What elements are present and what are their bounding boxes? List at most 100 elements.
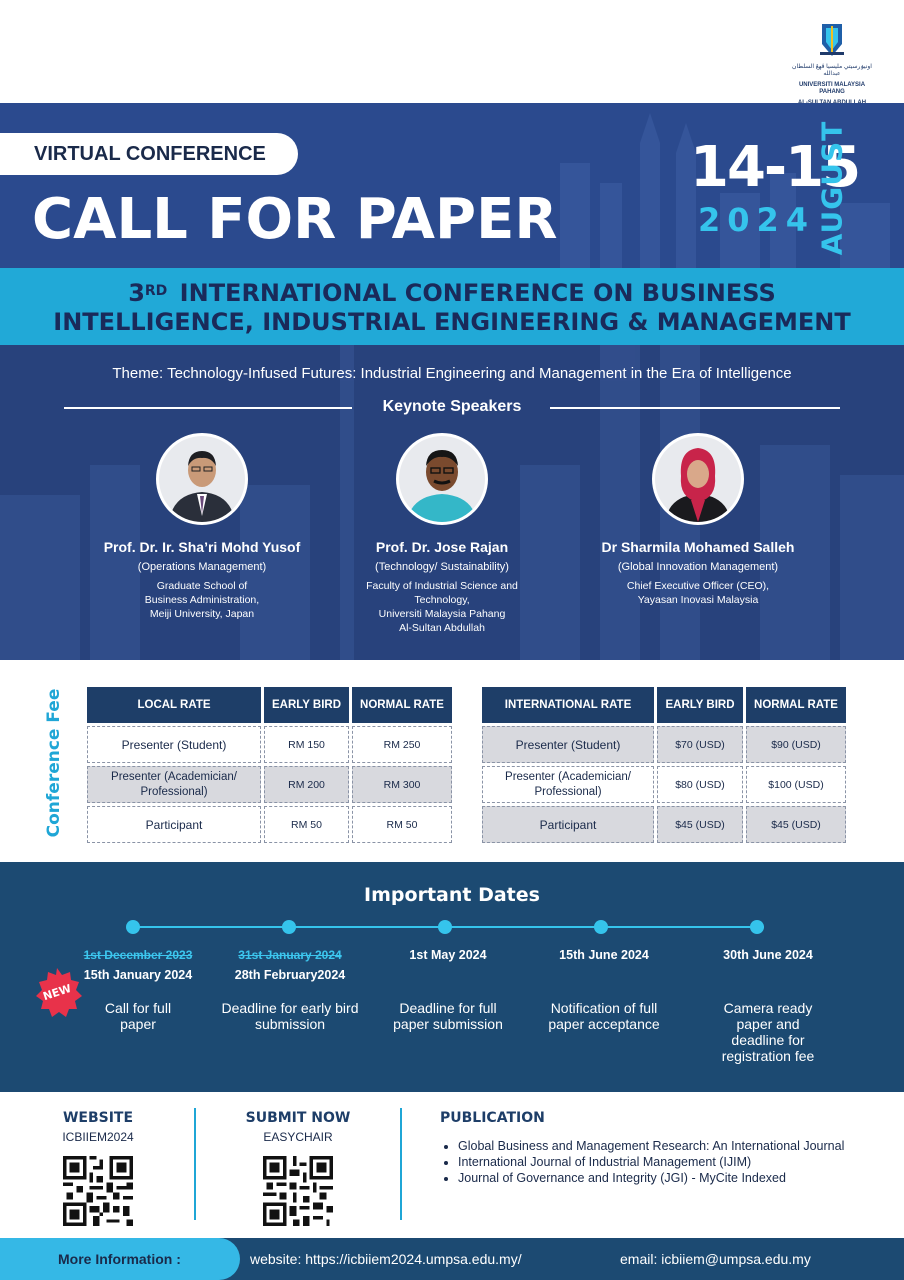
list-item: International Journal of Industrial Mana… bbox=[458, 1154, 880, 1170]
table-cell: RM 150 bbox=[264, 726, 349, 763]
milestone-5-date: 30th June 2024 bbox=[723, 948, 813, 962]
divider-left bbox=[64, 407, 352, 409]
table-cell: Presenter (Student) bbox=[87, 726, 261, 763]
speaker-card-1: Prof. Dr. Ir. Sha’ri Mohd Yusof (Operati… bbox=[82, 433, 322, 621]
speakers-section: Theme: Technology-Infused Futures: Indus… bbox=[0, 345, 904, 660]
speaker-3-field: (Global Innovation Management) bbox=[617, 561, 779, 573]
speaker-3-photo bbox=[652, 433, 744, 525]
city-skyline-image bbox=[0, 103, 904, 268]
important-dates-title: Important Dates bbox=[364, 884, 540, 906]
speaker-card-2: Prof. Dr. Jose Rajan (Technology/ Sustai… bbox=[322, 433, 562, 635]
website-code: ICBIIEM2024 bbox=[62, 1130, 134, 1144]
milestone-4-date: 15th June 2024 bbox=[559, 948, 649, 962]
table-cell: RM 300 bbox=[352, 766, 452, 803]
milestone-3-date: 1st May 2024 bbox=[409, 948, 487, 962]
website-column: WEBSITE ICBIIEM2024 bbox=[48, 1110, 148, 1226]
university-logo: اونيۏرسيتي مليسيا ڤهڠ السلطان عبدالله UN… bbox=[790, 22, 874, 107]
list-item: Global Business and Management Research:… bbox=[458, 1138, 880, 1154]
publication-list: Global Business and Management Research:… bbox=[440, 1138, 880, 1186]
table-cell: Participant bbox=[87, 806, 261, 843]
table-cell: RM 50 bbox=[264, 806, 349, 843]
table-cell: RM 250 bbox=[352, 726, 452, 763]
milestone-2-description: Deadline for early bird submission bbox=[221, 1000, 359, 1032]
milestone-1-date: 15th January 2024 bbox=[83, 968, 193, 982]
logo-line-1: UNIVERSITI MALAYSIA PAHANG bbox=[798, 82, 866, 95]
milestone-3-description: Deadline for full paper submission bbox=[393, 1000, 503, 1032]
milestone-1-description: Call for full paper bbox=[104, 1000, 172, 1032]
call-for-paper-title: CALL FOR PAPER bbox=[32, 187, 558, 252]
conference-title-band: 3RD INTERNATIONAL CONFERENCE ON BUSINESS… bbox=[0, 268, 904, 345]
milestone-5: 30th June 2024 Camera ready paper and de… bbox=[688, 948, 848, 1064]
timeline-dot bbox=[438, 920, 452, 934]
milestone-4: 15th June 2024 Notification of full pape… bbox=[524, 948, 684, 1032]
info-divider bbox=[194, 1108, 196, 1220]
more-information-label: More Information : bbox=[58, 1251, 181, 1267]
publication-column: PUBLICATION Global Business and Manageme… bbox=[440, 1110, 880, 1186]
submission-qr-code-icon[interactable] bbox=[263, 1156, 333, 1226]
speaker-1-photo bbox=[156, 433, 248, 525]
divider-right bbox=[550, 407, 840, 409]
table-row: Participant $45 (USD) $45 (USD) bbox=[482, 806, 846, 843]
local-early-bird-header: EARLY BIRD bbox=[264, 687, 349, 723]
milestone-3: 1st May 2024 Deadline for full paper sub… bbox=[368, 948, 528, 1032]
milestone-4-description: Notification of full paper acceptance bbox=[548, 1000, 660, 1032]
table-cell: Presenter (Academician/ Professional) bbox=[482, 766, 654, 803]
conference-month: AUGUST bbox=[815, 120, 849, 256]
website-heading: WEBSITE bbox=[62, 1110, 134, 1126]
table-row: Presenter (Academician/ Professional) $8… bbox=[482, 766, 846, 803]
university-crest-icon bbox=[816, 22, 848, 60]
international-rate-header: INTERNATIONAL RATE bbox=[482, 687, 654, 723]
header-banner: VIRTUAL CONFERENCE CALL FOR PAPER 14-15 … bbox=[0, 103, 904, 268]
conference-theme: Theme: Technology-Infused Futures: Indus… bbox=[112, 365, 792, 382]
speaker-2-affiliation: Faculty of Industrial Science and Techno… bbox=[366, 580, 518, 634]
table-cell: Presenter (Student) bbox=[482, 726, 654, 763]
important-dates-section: Important Dates NEW 1st December 2023 15… bbox=[0, 862, 904, 1092]
timeline-dot bbox=[594, 920, 608, 934]
international-rate-header-row: INTERNATIONAL RATE EARLY BIRD NORMAL RAT… bbox=[482, 687, 846, 723]
speaker-card-3: Dr Sharmila Mohamed Salleh (Global Innov… bbox=[578, 433, 818, 607]
list-item: Journal of Governance and Integrity (JGI… bbox=[458, 1170, 880, 1186]
website-qr-code-icon[interactable] bbox=[63, 1156, 133, 1226]
speaker-1-affiliation: Graduate School of Business Administrati… bbox=[144, 580, 260, 620]
table-cell: $45 (USD) bbox=[657, 806, 743, 843]
virtual-conference-pill: VIRTUAL CONFERENCE bbox=[0, 133, 298, 175]
local-rate-header-row: LOCAL RATE EARLY BIRD NORMAL RATE bbox=[87, 687, 452, 723]
footer-bar: More Information : website: https://icbi… bbox=[0, 1238, 904, 1280]
milestone-2-old-date: 31st January 2024 bbox=[238, 948, 342, 962]
email-link[interactable]: email: icbiiem@umpsa.edu.my bbox=[620, 1251, 811, 1267]
conference-fee-section: Conference Fee LOCAL RATE EARLY BIRD NOR… bbox=[0, 660, 904, 862]
speaker-2-field: (Technology/ Sustainability) bbox=[375, 561, 509, 573]
milestone-1-old-date: 1st December 2023 bbox=[83, 948, 193, 962]
table-cell: $80 (USD) bbox=[657, 766, 743, 803]
conference-title-line-1: 3RD INTERNATIONAL CONFERENCE ON BUSINESS bbox=[128, 279, 776, 307]
conference-title-line-2: INTELLIGENCE, INDUSTRIAL ENGINEERING & M… bbox=[53, 308, 851, 336]
submit-now-heading: SUBMIT NOW bbox=[245, 1110, 351, 1126]
conference-fee-label: Conference Fee bbox=[44, 688, 64, 838]
milestone-5-description: Camera ready paper and deadline for regi… bbox=[721, 1000, 815, 1064]
table-row: Presenter (Student) RM 150 RM 250 bbox=[87, 726, 452, 763]
conference-days: 14-15 bbox=[690, 135, 861, 200]
table-cell: $45 (USD) bbox=[746, 806, 846, 843]
timeline-dot bbox=[282, 920, 296, 934]
table-row: Participant RM 50 RM 50 bbox=[87, 806, 452, 843]
table-cell: RM 50 bbox=[352, 806, 452, 843]
speaker-2-photo bbox=[396, 433, 488, 525]
milestone-1: 1st December 2023 15th January 2024 Call… bbox=[58, 948, 218, 1032]
table-row: Presenter (Student) $70 (USD) $90 (USD) bbox=[482, 726, 846, 763]
local-normal-rate-header: NORMAL RATE bbox=[352, 687, 452, 723]
website-link[interactable]: website: https://icbiiem2024.umpsa.edu.m… bbox=[250, 1251, 522, 1267]
speaker-1-field: (Operations Management) bbox=[137, 561, 267, 573]
milestone-2: 31st January 2024 28th February2024 Dead… bbox=[210, 948, 370, 1032]
milestone-2-date: 28th February2024 bbox=[234, 968, 346, 982]
timeline-dot bbox=[126, 920, 140, 934]
table-cell: $70 (USD) bbox=[657, 726, 743, 763]
table-cell: $90 (USD) bbox=[746, 726, 846, 763]
info-divider bbox=[400, 1108, 402, 1220]
table-cell: RM 200 bbox=[264, 766, 349, 803]
timeline-dot bbox=[750, 920, 764, 934]
speaker-2-name: Prof. Dr. Jose Rajan bbox=[375, 539, 509, 555]
local-rate-header: LOCAL RATE bbox=[87, 687, 261, 723]
table-row: Presenter (Academician/ Professional) RM… bbox=[87, 766, 452, 803]
submit-platform: EASYCHAIR bbox=[263, 1130, 333, 1144]
info-section: WEBSITE ICBIIEM2024 SUBMIT NOW EASYCHAIR bbox=[0, 1092, 904, 1238]
